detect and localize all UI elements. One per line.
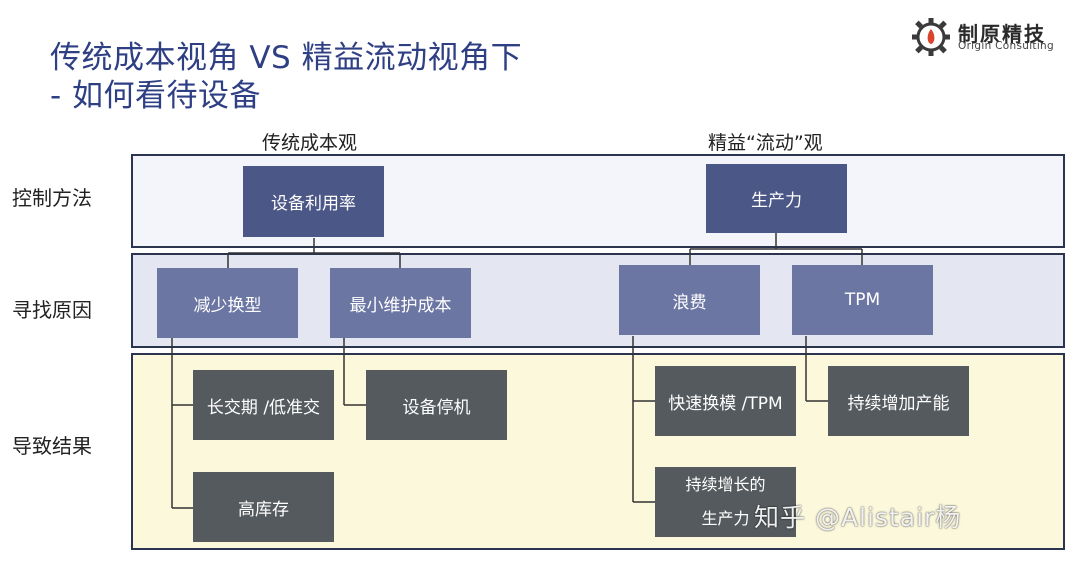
page-title-line-1: 传统成本视角 VS 精益流动视角下 (50, 40, 523, 76)
row-label-result: 导致结果 (12, 434, 92, 458)
row-label-control: 控制方法 (12, 186, 92, 210)
row-label-cause: 寻找原因 (12, 298, 92, 322)
box-high-inventory: 高库存 (193, 472, 334, 542)
watermark: 知乎 @Alistair杨 (754, 503, 962, 532)
box-equipment-utilization: 设备利用率 (243, 166, 384, 237)
box-continuous-capacity-increase: 持续增加产能 (828, 366, 969, 436)
box-productivity: 生产力 (706, 164, 847, 233)
box-quick-changeover-tpm: 快速换模 /TPM (655, 366, 796, 436)
box-waste: 浪费 (619, 265, 760, 335)
box-reduce-changeover: 减少换型 (157, 268, 298, 338)
logo-subtitle: Origin Consulting (958, 40, 1054, 52)
page-title-line-2: - 如何看待设备 (50, 78, 262, 114)
column-header-lean: 精益“流动”观 (708, 132, 823, 154)
box-minimum-maintenance-cost: 最小维护成本 (330, 268, 471, 338)
logo-name: 制原精技 (958, 22, 1046, 46)
growth-line-2: 生产力 (701, 509, 750, 528)
column-header-traditional: 传统成本观 (262, 132, 358, 154)
box-long-lead-time: 长交期 /低准交 (193, 370, 334, 440)
box-tpm: TPM (792, 265, 933, 335)
growth-line-1: 持续增长的 (685, 475, 766, 494)
box-continuous-productivity-growth: 持续增长的 生产力 (655, 467, 796, 537)
gear-icon (910, 16, 952, 58)
box-equipment-downtime: 设备停机 (366, 370, 507, 440)
